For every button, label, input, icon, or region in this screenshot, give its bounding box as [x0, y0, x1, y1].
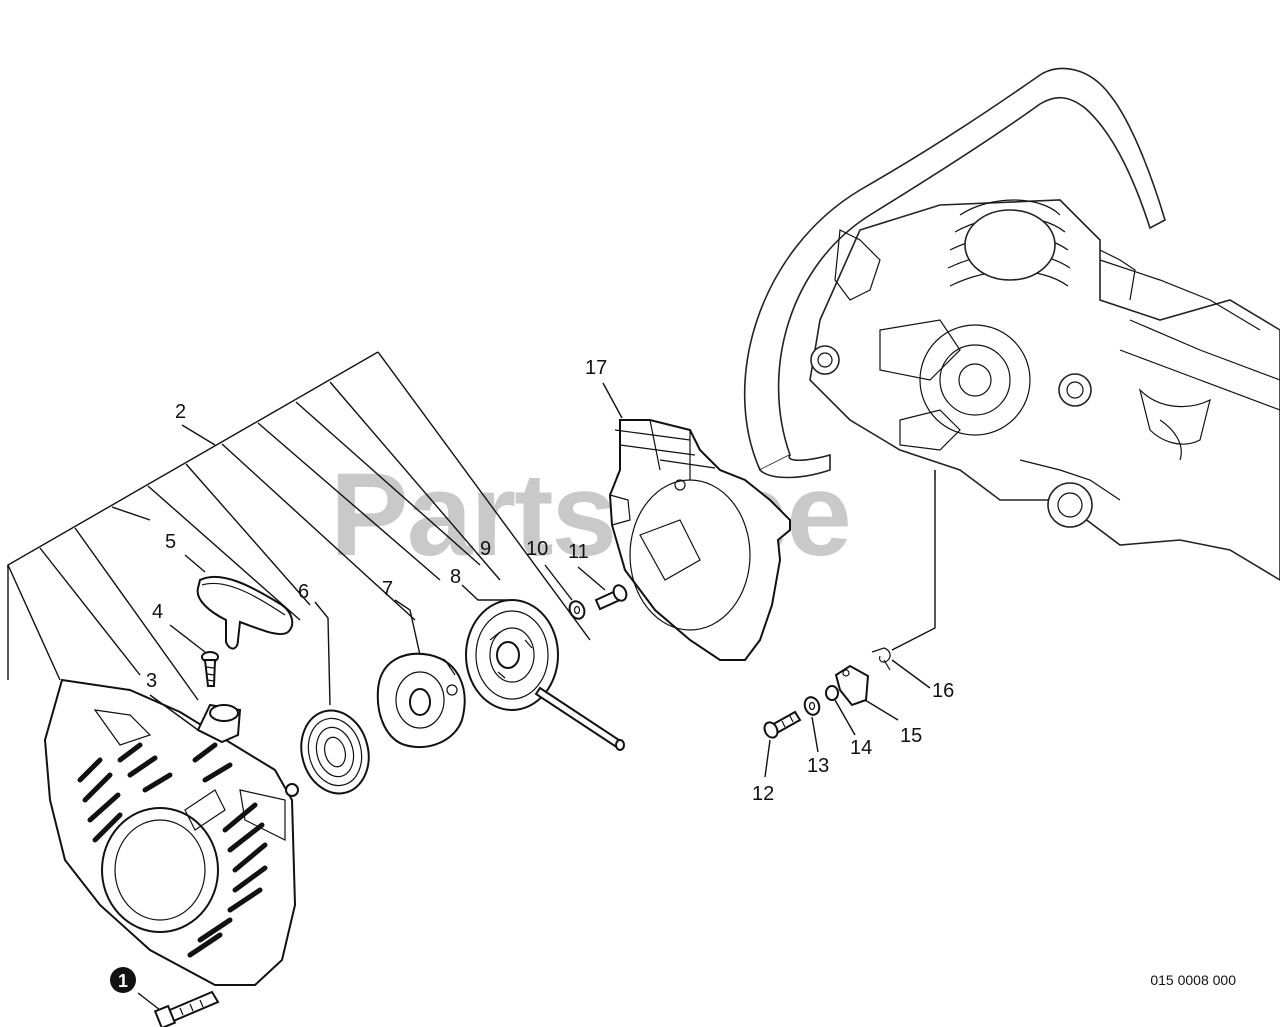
callout-10: 10: [526, 538, 548, 560]
callout-7: 7: [382, 578, 393, 600]
callout-14: 14: [850, 737, 872, 759]
callout-8: 8: [450, 566, 461, 588]
part-12-screw[interactable]: [762, 710, 802, 740]
part-5-starter-handle[interactable]: [196, 575, 294, 650]
part-10-washer[interactable]: [567, 599, 587, 621]
part-3-rope-guide[interactable]: [196, 703, 242, 744]
assembly-bracket-2: [7, 351, 591, 701]
callout-labels: 1 2 3 4 5 6 7 8 9 10 11 12 13 14 15 16 1…: [110, 357, 954, 993]
part-11-screw[interactable]: [594, 583, 629, 611]
callout-1-badge: [110, 967, 136, 993]
leader-lines: [149, 382, 936, 778]
part-8-rope-pulley[interactable]: [465, 599, 559, 711]
callout-12: 12: [752, 783, 774, 805]
callout-11: 11: [568, 541, 589, 563]
chainsaw-body-illustration: [743, 67, 1280, 581]
part-14-collar[interactable]: [825, 685, 839, 701]
part-4-screw[interactable]: [201, 651, 219, 687]
callout-4: 4: [152, 601, 163, 623]
part-17-fan-cover-plate[interactable]: [608, 419, 791, 661]
part-1-screw[interactable]: [137, 990, 220, 1027]
callout-9: 9: [480, 538, 491, 560]
part-6-recoil-spring[interactable]: [292, 703, 377, 801]
callout-17: 17: [585, 357, 607, 379]
part-16-torsion-spring[interactable]: [871, 647, 891, 671]
callout-1: 1: [118, 971, 128, 991]
callout-3: 3: [146, 670, 157, 692]
callout-16: 16: [932, 680, 954, 702]
starter-housing[interactable]: [43, 678, 299, 986]
callout-5: 5: [165, 531, 176, 553]
part-13-washer[interactable]: [802, 695, 821, 717]
callout-6: 6: [298, 581, 309, 603]
part-15-pawl[interactable]: [834, 664, 870, 707]
callout-13: 13: [807, 755, 829, 777]
drawing-code: 015 0008 000: [1150, 972, 1236, 988]
callout-2: 2: [175, 401, 186, 423]
part-7-spring-case[interactable]: [376, 652, 466, 748]
callout-15: 15: [900, 725, 922, 747]
part-9-starter-rope[interactable]: [534, 686, 625, 751]
